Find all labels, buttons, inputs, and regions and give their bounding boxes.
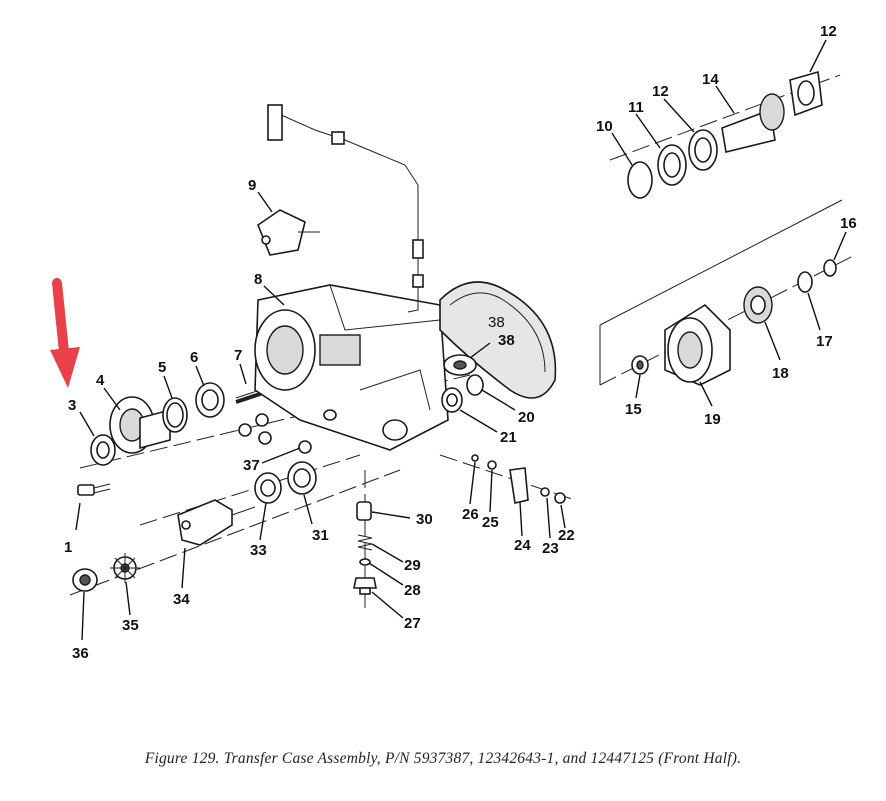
callout-35: 35 — [122, 617, 139, 634]
part-22-nut — [554, 492, 566, 504]
part-4-flange — [109, 396, 171, 454]
callout-26: 26 — [462, 506, 479, 523]
callout-23: 23 — [542, 540, 559, 557]
part-36-nut — [72, 568, 98, 592]
callout-34: 34 — [173, 591, 190, 608]
part-14-output-shaft — [721, 93, 785, 153]
part-25-washer — [487, 460, 497, 470]
part-24-lever — [509, 467, 529, 504]
part-20-ring — [466, 374, 484, 396]
callout-27: 27 — [404, 615, 421, 632]
part-15-bearing — [631, 355, 649, 375]
callout-33: 33 — [250, 542, 267, 559]
callout-31: 31 — [312, 527, 329, 544]
part-21-bearing — [441, 387, 463, 413]
callout-36: 36 — [72, 645, 89, 662]
callout-3: 3 — [68, 397, 76, 414]
callout-19: 19 — [704, 411, 721, 428]
part-17-ring — [797, 271, 813, 293]
callout-20: 20 — [518, 409, 535, 426]
callout-12-b: 12 — [820, 23, 837, 40]
callout-28: 28 — [404, 582, 421, 599]
part-16-ring — [823, 259, 837, 277]
callout-14: 14 — [702, 71, 719, 88]
callout-7: 7 — [234, 347, 242, 364]
callout-8: 8 — [254, 271, 262, 288]
callout-labels: 1 3 4 5 6 7 8 9 10 11 12 12 14 15 16 17 … — [64, 23, 857, 662]
callout-22: 22 — [558, 527, 575, 544]
part-12-gasket-right — [789, 70, 823, 117]
callout-9: 9 — [248, 177, 256, 194]
part-31-bearing — [287, 461, 317, 495]
part-27-plug — [353, 577, 377, 595]
leader-lines — [75, 39, 847, 641]
part-9-shift-fork — [257, 209, 320, 256]
callout-21: 21 — [500, 429, 517, 446]
callout-4: 4 — [96, 372, 105, 389]
part-19-case — [664, 303, 731, 386]
callout-38-a: 38 — [498, 332, 515, 349]
callout-16: 16 — [840, 215, 857, 232]
part-12-gasket-left — [688, 129, 718, 171]
part-35-gear — [110, 553, 140, 583]
part-18-gear — [743, 286, 773, 324]
part-30-sleeve — [356, 501, 372, 521]
part-11-retainer — [657, 144, 687, 186]
callout-18: 18 — [772, 365, 789, 382]
part-37-plug — [298, 440, 312, 454]
shift-rod-linkage — [267, 104, 424, 313]
part-8-transfer-case-housing — [238, 284, 449, 451]
callout-11: 11 — [628, 99, 644, 116]
highlight-arrow — [50, 278, 80, 388]
callout-25: 25 — [482, 514, 499, 531]
callout-29: 29 — [404, 557, 421, 574]
drive-chain — [439, 281, 557, 399]
callout-30: 30 — [416, 511, 433, 528]
part-33-seal — [254, 472, 282, 504]
part-5-ring — [162, 397, 188, 433]
part-3-seal — [90, 434, 116, 466]
callout-24: 24 — [514, 537, 531, 554]
part-26-ring — [471, 454, 479, 462]
callout-6: 6 — [190, 349, 198, 366]
callout-5: 5 — [158, 359, 166, 376]
part-6-bearing — [195, 382, 225, 418]
callout-15: 15 — [625, 401, 642, 418]
part-23-washer — [540, 487, 550, 497]
callout-38-b: 38 — [488, 314, 505, 331]
callout-1: 1 — [64, 539, 72, 556]
callout-10: 10 — [596, 118, 613, 135]
callout-37: 37 — [243, 457, 260, 474]
part-1-bolt — [77, 483, 111, 496]
part-10-snap-ring — [627, 161, 653, 199]
figure-caption: Figure 129. Transfer Case Assembly, P/N … — [144, 750, 742, 767]
part-34-yoke — [177, 499, 256, 546]
part-29-spring — [357, 534, 373, 551]
callout-17: 17 — [816, 333, 833, 350]
part-28-washer — [359, 558, 371, 566]
part-38-sprocket — [443, 354, 477, 376]
callout-12-a: 12 — [652, 83, 669, 100]
